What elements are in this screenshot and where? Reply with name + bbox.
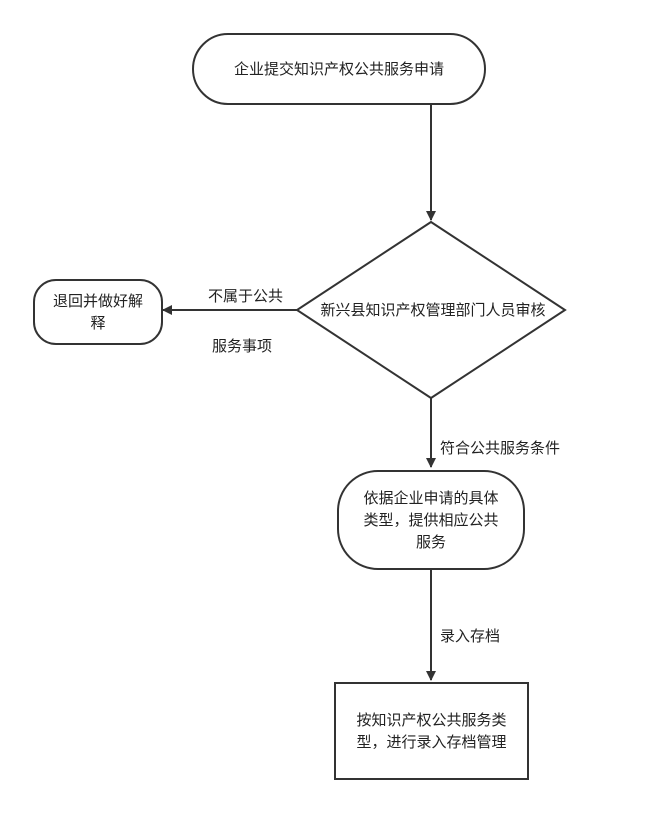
archive-node-label: 按知识产权公共服务类型，进行录入存档管理 xyxy=(356,711,507,751)
edge-label-record-archive: 录入存档 xyxy=(440,627,501,645)
start-node-shape xyxy=(192,33,486,105)
edge-label-meets-conditions: 符合公共服务条件 xyxy=(440,439,561,457)
provide-node-label: 依据企业申请的具体类型，提供相应公共服务 xyxy=(363,489,499,551)
start-node-label: 企业提交知识产权公共服务申请 xyxy=(233,60,444,78)
reject-node-shape xyxy=(33,279,163,345)
edge-label-not-public-line1: 不属于公共 xyxy=(208,287,284,305)
reject-node-label: 退回并做好解释 xyxy=(52,292,143,332)
archive-node-shape xyxy=(334,682,529,780)
review-decision-label: 新兴县知识产权管理部门人员审核 xyxy=(320,301,546,319)
edge-label-not-public-line2: 服务事项 xyxy=(212,337,273,355)
